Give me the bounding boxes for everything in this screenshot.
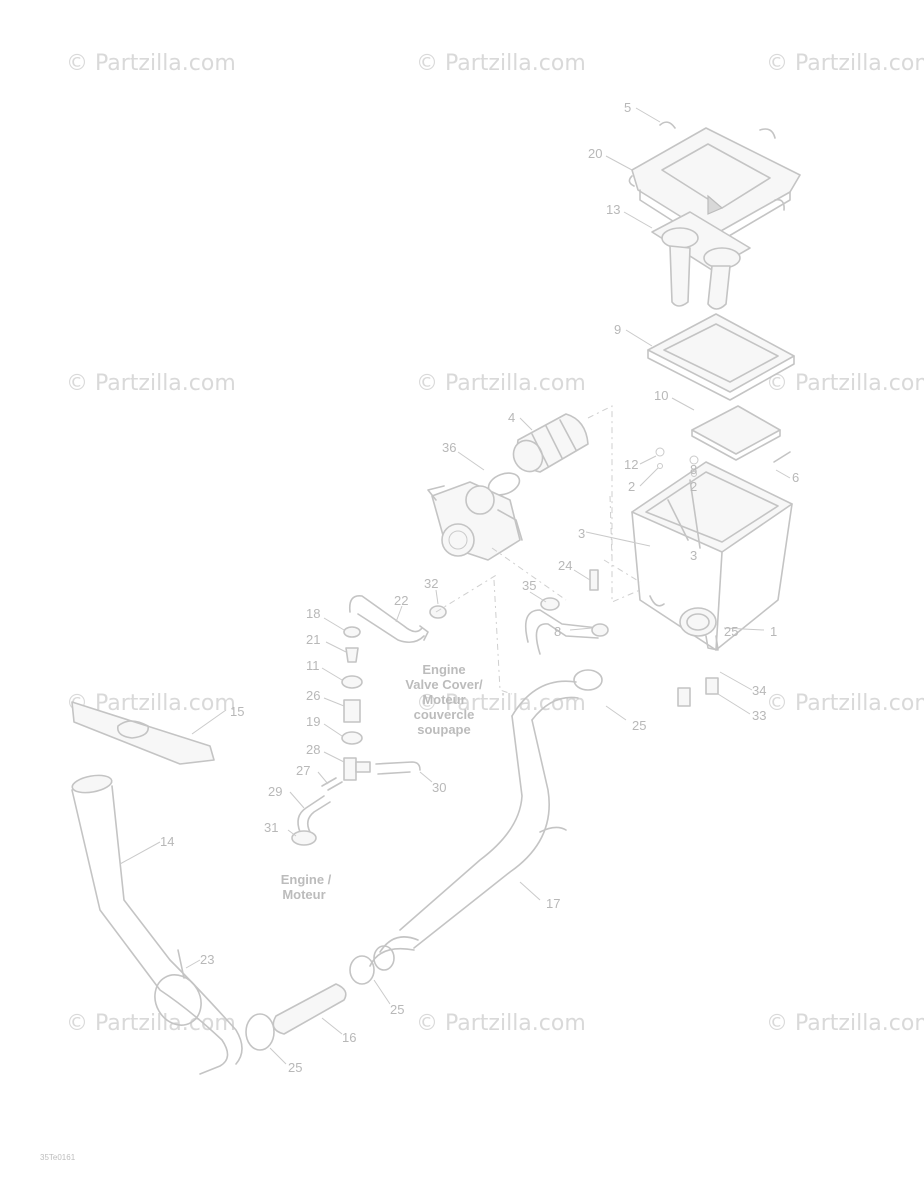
watermarks: © Partzilla.com © Partzilla.com © Partzi… <box>66 51 924 1036</box>
airbox <box>631 447 793 651</box>
note-line: soupape <box>417 722 470 737</box>
part-label: 34 <box>752 683 766 698</box>
note-line: couvercle <box>414 707 475 722</box>
fitting-27 <box>321 777 343 791</box>
watermark: © Partzilla.com <box>766 371 924 396</box>
part-label: 23 <box>200 952 214 967</box>
screw-24 <box>589 569 599 591</box>
watermark: © Partzilla.com <box>416 371 586 396</box>
part-label: 19 <box>306 714 320 729</box>
watermark: © Partzilla.com <box>66 51 236 76</box>
part-label: 25 <box>390 1002 404 1017</box>
part-label: 21 <box>306 632 320 647</box>
part-label: 20 <box>588 146 602 161</box>
part-label: 28 <box>306 742 320 757</box>
part-label: 3 <box>578 526 585 541</box>
note-line: Engine / <box>281 872 332 887</box>
part-label: 3 <box>690 548 697 563</box>
note-line: Valve Cover/ <box>405 677 483 692</box>
part-label: 14 <box>160 834 174 849</box>
note-line: Moteur <box>282 887 325 902</box>
part-label: 6 <box>792 470 799 485</box>
part-label: 4 <box>508 410 515 425</box>
part-label: 9 <box>614 322 621 337</box>
part-label: 29 <box>268 784 282 799</box>
part-label: 31 <box>264 820 278 835</box>
part-label: 36 <box>442 440 456 455</box>
watermark: © Partzilla.com <box>416 1011 586 1036</box>
hose-35 <box>524 597 609 655</box>
filter-element <box>691 405 781 461</box>
carburetor <box>427 481 523 561</box>
hose-30 <box>375 761 421 775</box>
part-label: 32 <box>424 576 438 591</box>
hose-29 <box>297 795 331 833</box>
watermark: © Partzilla.com <box>66 1011 236 1036</box>
silencer-plate <box>651 211 751 310</box>
part-label: 10 <box>654 388 668 403</box>
parts-33-34 <box>677 677 719 707</box>
valve-cover-note: Engine Valve Cover/ Moteur couvercle sou… <box>405 662 483 737</box>
hose-22 <box>348 595 429 644</box>
part-label: 24 <box>558 558 572 573</box>
part-label: 2 <box>628 479 635 494</box>
clamp-25 <box>573 669 603 691</box>
part-label: 8 <box>554 624 561 639</box>
part-label: 18 <box>306 606 320 621</box>
intake-duct-17 <box>369 680 579 967</box>
fitting-stack <box>341 626 363 745</box>
tee-fitting-28 <box>343 757 371 781</box>
intake-boot <box>512 413 589 473</box>
filter-frame <box>647 313 795 401</box>
clamp-31 <box>291 830 317 846</box>
engine-note: Engine / Moteur <box>281 872 332 902</box>
part-label: 25 <box>632 718 646 733</box>
note-line: Moteur <box>422 692 465 707</box>
leader-lines <box>119 107 791 1065</box>
part-label: 8 <box>690 462 697 477</box>
part-label: 1 <box>770 624 777 639</box>
part-label: 16 <box>342 1030 356 1045</box>
part-label: 22 <box>394 593 408 608</box>
tube-16 <box>245 945 395 1051</box>
part-label: 35 <box>522 578 536 593</box>
watermark: © Partzilla.com <box>766 691 924 716</box>
part-label: 17 <box>546 896 560 911</box>
part-label: 33 <box>752 708 766 723</box>
duct-14 <box>71 774 243 1075</box>
part-label: 25 <box>288 1060 302 1075</box>
part-label: 26 <box>306 688 320 703</box>
watermark: © Partzilla.com <box>416 51 586 76</box>
part-label: 5 <box>624 100 631 115</box>
drawing-code: 35Te0161 <box>40 1153 76 1162</box>
assembly-lines <box>435 405 641 695</box>
clamp-32 <box>429 605 447 619</box>
note-line: Engine <box>422 662 465 677</box>
airbox-lid <box>628 121 801 247</box>
part-label: 12 <box>624 457 638 472</box>
watermark: © Partzilla.com <box>66 371 236 396</box>
watermark: © Partzilla.com <box>766 51 924 76</box>
part-label: 30 <box>432 780 446 795</box>
watermark: © Partzilla.com <box>416 691 586 716</box>
part-label: 2 <box>690 479 697 494</box>
part-label: 11 <box>306 658 320 673</box>
part-label: 13 <box>606 202 620 217</box>
cover-15 <box>71 701 215 765</box>
part-label: 27 <box>296 763 310 778</box>
watermark: © Partzilla.com <box>766 1011 924 1036</box>
part-label: 15 <box>230 704 244 719</box>
part-label: 25 <box>724 624 738 639</box>
part-number-labels: 1 2 2 3 3 4 5 6 8 8 9 10 11 12 13 14 15 … <box>160 100 799 1075</box>
